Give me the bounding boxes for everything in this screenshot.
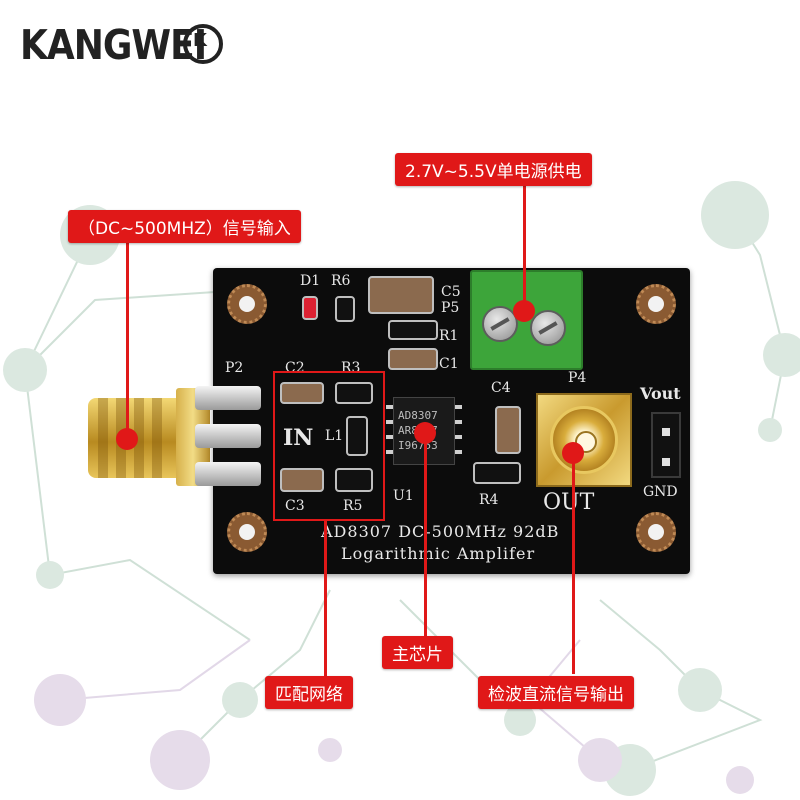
silk-r4: R4 — [479, 492, 499, 508]
silk-r6: R6 — [331, 273, 351, 289]
silk-u1: U1 — [393, 488, 414, 504]
silk-c3: C3 — [285, 498, 305, 514]
screw-icon — [530, 310, 566, 346]
capacitor-c3 — [280, 468, 324, 492]
callout-chip-label: 主芯片 — [382, 636, 453, 669]
silk-l1: L1 — [325, 428, 344, 444]
callout-line-power — [523, 180, 526, 312]
callout-dot-power — [513, 300, 535, 322]
capacitor-c2 — [280, 382, 324, 404]
sma-pins — [195, 378, 265, 496]
silk-gnd: GND — [643, 484, 678, 500]
brand-logo-text: KANGWEI — [20, 22, 207, 70]
pin-header — [651, 412, 681, 478]
mount-hole — [227, 284, 267, 324]
power-terminal-block — [470, 270, 583, 370]
silk-p5: P5 — [441, 300, 460, 316]
silk-d1: D1 — [300, 273, 321, 289]
resistor-r1 — [388, 320, 438, 340]
matching-network-box — [273, 371, 385, 521]
capacitor-c5 — [368, 276, 434, 314]
silk-in: IN — [283, 425, 314, 451]
resistor-r3 — [335, 382, 373, 404]
sma-input-connector — [88, 398, 188, 478]
callout-dot-input — [116, 428, 138, 450]
silk-r5: R5 — [343, 498, 363, 514]
callout-dot-output — [562, 442, 584, 464]
resistor-r6 — [335, 296, 355, 322]
silk-c5: C5 — [441, 284, 461, 300]
resistor-r4 — [473, 462, 521, 484]
mount-hole — [227, 512, 267, 552]
silk-vout: Vout — [640, 384, 681, 403]
capacitor-c4 — [495, 406, 521, 454]
silk-p4: P4 — [568, 370, 587, 386]
board-title-line2: Logarithmic Amplifer — [341, 544, 536, 563]
silk-c4: C4 — [491, 380, 511, 396]
capacitor-c1 — [388, 348, 438, 370]
callout-matching-label: 匹配网络 — [265, 676, 353, 709]
board-title-line1: AD8307 DC-500MHz 92dB — [321, 522, 560, 541]
mount-hole — [636, 284, 676, 324]
callout-power-label: 2.7V~5.5V单电源供电 — [395, 153, 592, 186]
callout-dot-chip — [414, 422, 436, 444]
screw-icon — [482, 306, 518, 342]
callout-line-input — [126, 238, 129, 440]
silk-out: OUT — [543, 490, 595, 515]
callout-line-output — [572, 452, 575, 674]
silk-p2: P2 — [225, 360, 244, 376]
callout-line-matching — [324, 521, 327, 679]
brand-logo-mark: K — [183, 24, 223, 64]
out-connector — [536, 393, 632, 487]
inductor-l1 — [346, 416, 368, 456]
callout-input-label: （DC~500MHZ）信号输入 — [68, 210, 301, 243]
silk-c1: C1 — [439, 356, 459, 372]
callout-output-label: 检波直流信号输出 — [478, 676, 634, 709]
mount-hole — [636, 512, 676, 552]
callout-line-chip — [424, 432, 427, 638]
led-d1 — [302, 296, 318, 320]
resistor-r5 — [335, 468, 373, 492]
silk-r1: R1 — [439, 328, 459, 344]
